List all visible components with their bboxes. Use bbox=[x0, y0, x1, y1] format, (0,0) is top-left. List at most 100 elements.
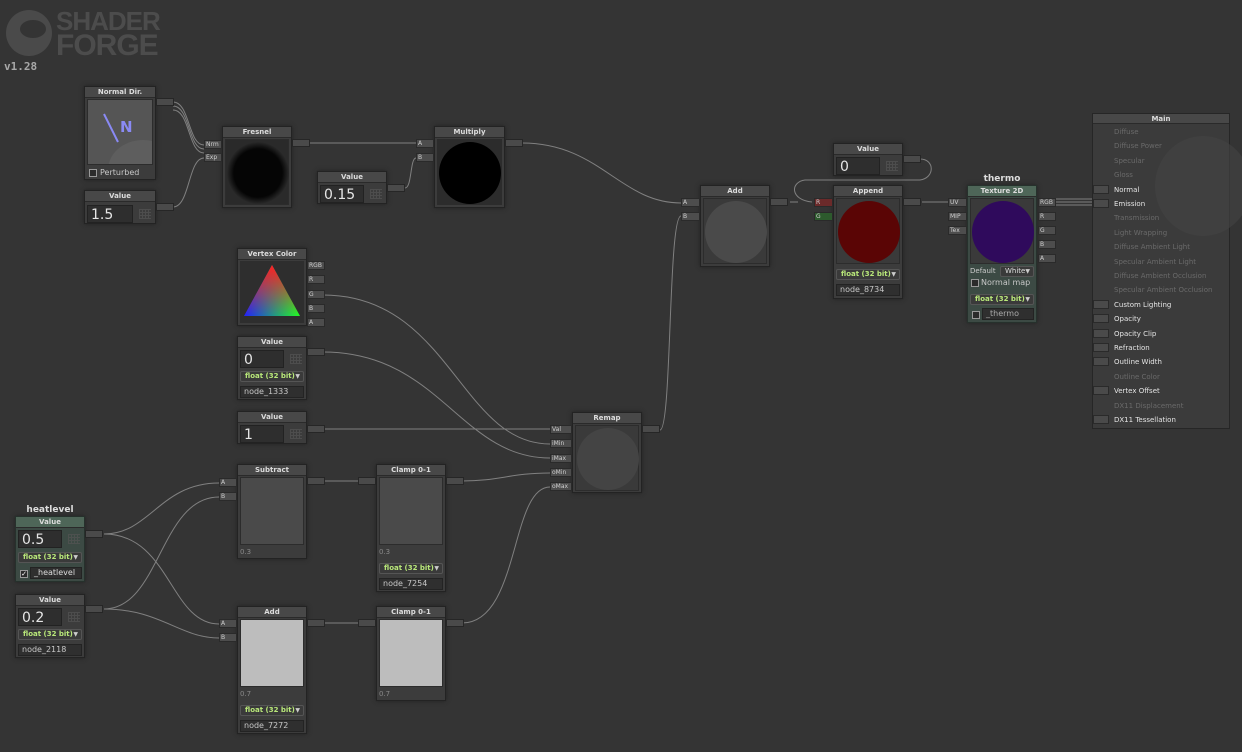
drag-handle-icon[interactable] bbox=[139, 209, 151, 219]
input-port-b[interactable]: B bbox=[681, 212, 700, 221]
drag-handle-icon[interactable] bbox=[68, 612, 80, 622]
input-port[interactable] bbox=[1093, 357, 1109, 367]
output-port[interactable] bbox=[903, 198, 921, 206]
input-port-g[interactable]: G bbox=[814, 212, 833, 221]
node-name-field[interactable]: node_7272 bbox=[240, 720, 304, 732]
input-port-r[interactable]: R bbox=[814, 198, 833, 207]
input-port-b[interactable]: B bbox=[219, 492, 237, 501]
output-port[interactable] bbox=[903, 155, 921, 163]
drag-handle-icon[interactable] bbox=[370, 189, 382, 199]
input-port-val[interactable]: Val bbox=[550, 425, 572, 434]
node-value-0-top[interactable]: Value 0 bbox=[833, 143, 903, 176]
node-add-top[interactable]: Add bbox=[700, 185, 770, 267]
output-port-rgb[interactable]: RGB bbox=[307, 261, 325, 270]
input-port[interactable] bbox=[1093, 328, 1109, 338]
node-clamp-top[interactable]: Clamp 0-1 0.3 float (32 bit)▼ node_7254 bbox=[376, 464, 446, 592]
value-field[interactable]: 1.5 bbox=[87, 205, 133, 223]
node-append[interactable]: Append float (32 bit)▼ node_8734 bbox=[833, 185, 903, 299]
input-port[interactable] bbox=[1093, 184, 1109, 194]
precision-dropdown[interactable]: float (32 bit)▼ bbox=[836, 269, 900, 280]
input-port-nrm[interactable]: Nrm bbox=[204, 140, 222, 149]
input-port-b[interactable]: B bbox=[219, 633, 237, 642]
input-port-omin[interactable]: oMin bbox=[550, 468, 572, 477]
input-port-a[interactable]: A bbox=[681, 198, 700, 207]
output-port[interactable] bbox=[307, 477, 325, 485]
property-name-field[interactable]: _heatlevel bbox=[30, 567, 82, 579]
input-port-omax[interactable]: oMax bbox=[550, 482, 572, 491]
node-value-0[interactable]: Value 0 float (32 bit)▼ node_1333 bbox=[237, 336, 307, 400]
precision-dropdown[interactable]: float (32 bit)▼ bbox=[18, 552, 82, 563]
node-subtract[interactable]: Subtract 0.3 bbox=[237, 464, 307, 559]
main-input-row[interactable]: Custom Lighting bbox=[1093, 299, 1223, 311]
main-input-row[interactable]: Opacity Clip bbox=[1093, 328, 1223, 340]
value-field[interactable]: 0 bbox=[836, 157, 880, 175]
input-port[interactable] bbox=[1093, 199, 1109, 208]
value-field[interactable]: 0.15 bbox=[320, 185, 364, 203]
node-normal-dir[interactable]: Normal Dir. N Perturbed bbox=[84, 86, 156, 180]
value-field[interactable]: 1 bbox=[240, 425, 284, 443]
precision-dropdown[interactable]: float (32 bit)▼ bbox=[240, 371, 304, 382]
exposed-checkbox[interactable] bbox=[972, 311, 980, 319]
input-port[interactable] bbox=[1093, 415, 1109, 424]
output-port[interactable] bbox=[292, 139, 310, 147]
input-port-mip[interactable]: MIP bbox=[948, 212, 967, 221]
precision-dropdown[interactable]: float (32 bit)▼ bbox=[379, 563, 443, 574]
node-texture2d-thermo[interactable]: Texture 2D Default White▼ Normal map flo… bbox=[967, 185, 1037, 323]
value-field[interactable]: 0 bbox=[240, 350, 284, 368]
node-value-1[interactable]: Value 1 bbox=[237, 411, 307, 444]
input-port-a[interactable]: A bbox=[219, 619, 237, 628]
output-port[interactable] bbox=[446, 477, 464, 485]
property-name-field[interactable]: _thermo bbox=[982, 308, 1034, 320]
input-port[interactable] bbox=[1093, 343, 1109, 352]
output-port[interactable] bbox=[505, 139, 523, 147]
main-input-row[interactable]: Refraction bbox=[1093, 342, 1223, 354]
precision-dropdown[interactable]: float (32 bit)▼ bbox=[240, 705, 304, 716]
output-port-r[interactable]: R bbox=[307, 275, 325, 284]
node-name-field[interactable]: node_1333 bbox=[240, 386, 304, 398]
input-port[interactable] bbox=[1093, 314, 1109, 324]
drag-handle-icon[interactable] bbox=[290, 354, 302, 364]
output-port-r[interactable]: R bbox=[1038, 212, 1056, 221]
output-port-rgb[interactable]: RGB bbox=[1038, 198, 1056, 207]
main-input-row[interactable]: Vertex Offset bbox=[1093, 385, 1223, 397]
output-port[interactable] bbox=[156, 203, 174, 211]
node-remap[interactable]: Remap bbox=[572, 412, 642, 493]
perturbed-checkbox[interactable] bbox=[89, 169, 97, 177]
normal-map-checkbox[interactable] bbox=[971, 279, 979, 287]
output-port[interactable] bbox=[307, 348, 325, 356]
input-port-uv[interactable]: UV bbox=[948, 198, 967, 207]
output-port[interactable] bbox=[642, 425, 660, 433]
main-input-row[interactable]: Outline Width bbox=[1093, 356, 1223, 368]
drag-handle-icon[interactable] bbox=[290, 429, 302, 439]
input-port-a[interactable]: A bbox=[219, 478, 237, 487]
output-port-b[interactable]: B bbox=[1038, 240, 1056, 249]
node-value-heatlevel[interactable]: Value 0.5 float (32 bit)▼ ✓ _heatlevel bbox=[15, 516, 85, 582]
node-name-field[interactable]: node_7254 bbox=[379, 578, 443, 590]
input-port[interactable] bbox=[358, 477, 376, 485]
node-name-field[interactable]: node_2118 bbox=[18, 644, 82, 656]
main-input-row[interactable]: Emission bbox=[1093, 198, 1223, 210]
exposed-checkbox[interactable]: ✓ bbox=[20, 570, 28, 578]
precision-dropdown[interactable]: float (32 bit)▼ bbox=[18, 629, 82, 640]
node-value-1-5[interactable]: Value 1.5 bbox=[84, 190, 156, 224]
output-port-g[interactable]: G bbox=[1038, 226, 1056, 235]
default-dropdown[interactable]: White▼ bbox=[1000, 266, 1034, 277]
input-port-b[interactable]: B bbox=[416, 153, 434, 162]
input-port[interactable] bbox=[1093, 299, 1109, 309]
output-port[interactable] bbox=[446, 619, 464, 627]
output-port-g[interactable]: G bbox=[307, 290, 325, 299]
input-port-imin[interactable]: iMin bbox=[550, 439, 572, 448]
node-value-0-2[interactable]: Value 0.2 float (32 bit)▼ node_2118 bbox=[15, 594, 85, 658]
node-name-field[interactable]: node_8734 bbox=[836, 284, 900, 296]
output-port[interactable] bbox=[307, 425, 325, 433]
drag-handle-icon[interactable] bbox=[68, 534, 80, 544]
input-port-exp[interactable]: Exp bbox=[204, 153, 222, 162]
precision-dropdown[interactable]: float (32 bit)▼ bbox=[970, 294, 1034, 305]
main-input-row[interactable]: DX11 Tessellation bbox=[1093, 414, 1223, 426]
output-port[interactable] bbox=[770, 198, 788, 206]
output-port[interactable] bbox=[85, 605, 103, 613]
input-port[interactable] bbox=[358, 619, 376, 627]
output-port[interactable] bbox=[85, 530, 103, 538]
